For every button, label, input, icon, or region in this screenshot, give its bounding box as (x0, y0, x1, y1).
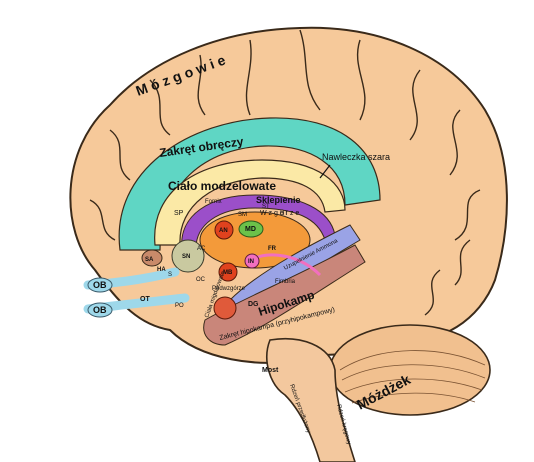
label-s: S (168, 272, 172, 278)
label-sp: SP (174, 210, 184, 217)
label-fr: FR (268, 246, 277, 252)
cerebrum (69, 26, 508, 364)
cerebellum-folia (339, 350, 486, 404)
mb-nucleus (218, 262, 238, 282)
label-st: ST (262, 204, 270, 210)
label-wzgorze: W z g ó r z e (260, 210, 299, 217)
label-dg: DG (248, 301, 259, 308)
cingulate-gyrus (118, 117, 381, 251)
amygdala (213, 296, 237, 320)
label-an: AN (219, 228, 228, 234)
ob-upper (87, 277, 113, 293)
label-po: PO (175, 303, 184, 309)
nawleczka-arrow (319, 164, 331, 179)
ob-lower (87, 302, 113, 318)
septal-region (171, 239, 205, 273)
corpus-callosum (154, 159, 346, 246)
label-md: MD (245, 226, 256, 233)
label-nawleczka: Nawleczka szara (322, 152, 390, 162)
label-podwzgorze: Podwzgórze (212, 286, 246, 292)
label-fimbria: Fimbria (275, 279, 296, 285)
an-nucleus (214, 220, 234, 240)
label-sn: SN (182, 254, 190, 260)
label-most: Most (262, 367, 279, 374)
label-in: IN (248, 259, 254, 265)
cerebellum (329, 324, 491, 416)
md-nucleus (238, 220, 264, 238)
label-ht: HT (280, 211, 288, 217)
in-nucleus (244, 253, 260, 269)
label-sa: SA (145, 257, 154, 263)
label-cialo: Ciało modzelowate (168, 179, 276, 193)
label-ob-upper: OB (93, 280, 107, 290)
label-ha: HA (157, 267, 166, 273)
label-fornix: Fornix (205, 199, 222, 205)
label-ob-lower: OB (93, 305, 107, 315)
label-sklepienie: Sklepienie (256, 195, 301, 205)
sulci (89, 29, 481, 316)
label-ac: AC (197, 246, 206, 252)
parahippocampal-gyrus (203, 244, 366, 346)
sa-region (141, 249, 163, 267)
label-oc: OC (196, 277, 206, 283)
label-mb: MB (223, 270, 233, 276)
label-sm: SM (238, 212, 247, 218)
label-ot: OT (140, 296, 150, 303)
